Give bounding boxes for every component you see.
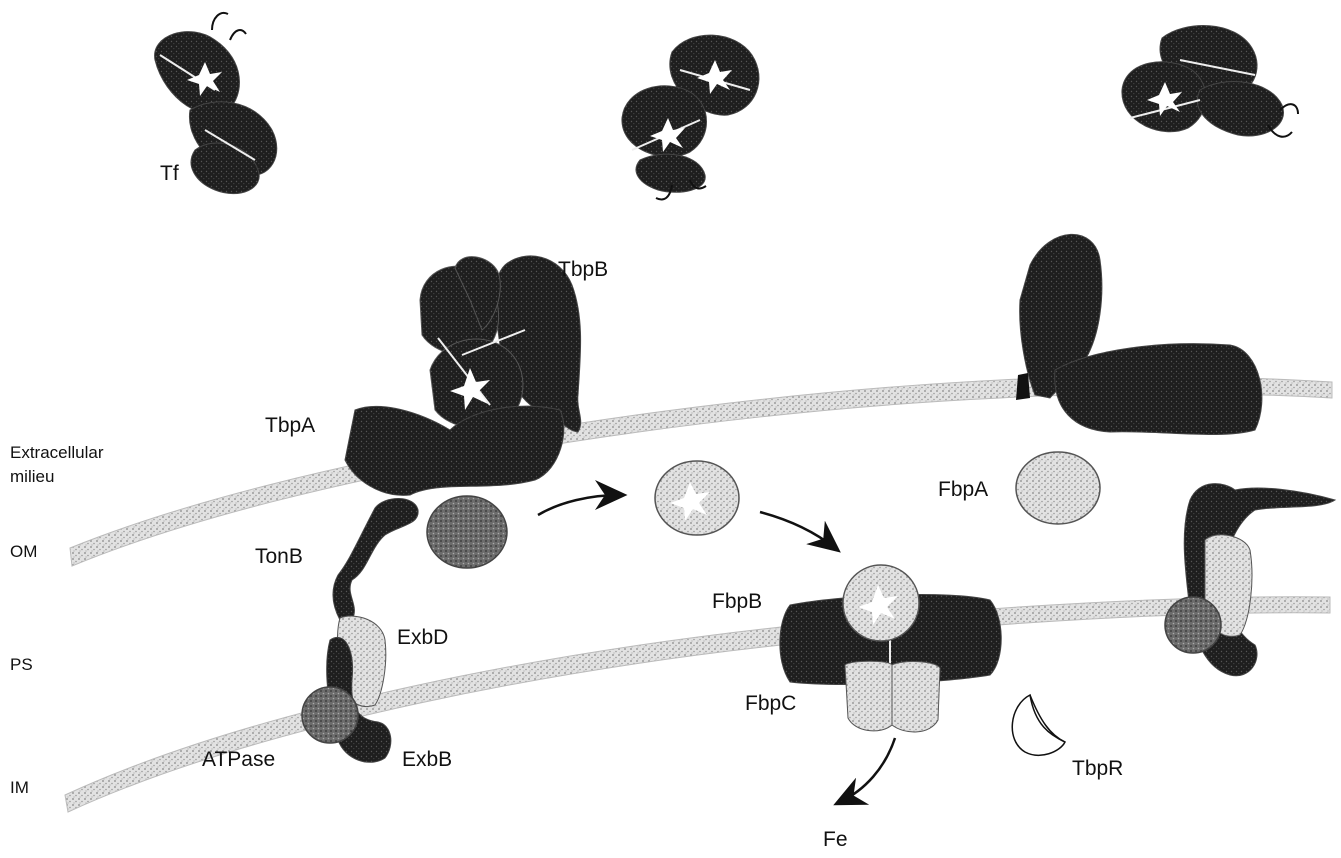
label-fe: Fe — [823, 828, 848, 851]
label-tbpa: TbpA — [265, 414, 315, 437]
label-tbpb: TbpB — [558, 258, 608, 281]
label-ps: PS — [10, 655, 33, 674]
label-tbpr: TbpR — [1072, 757, 1123, 780]
transferrin-molecule-3 — [1122, 26, 1298, 137]
tbpa-protein-right — [1055, 344, 1262, 435]
arrow-fbpa-release — [538, 495, 620, 515]
arrow-fbpa-to-fbpb — [760, 512, 835, 548]
label-tf: Tf — [160, 162, 179, 185]
tbpr-protein — [1012, 695, 1065, 755]
label-tonb: TonB — [255, 545, 303, 568]
label-fbpb: FbpB — [712, 590, 762, 613]
label-exbb: ExbB — [402, 748, 452, 771]
tonb-complex-right — [1165, 484, 1335, 676]
label-atpase: ATPase — [202, 748, 275, 771]
label-exbd: ExbD — [397, 626, 448, 649]
label-fbpc: FbpC — [745, 692, 796, 715]
tonb-protein — [333, 498, 418, 620]
fbpa-protein-released — [427, 496, 507, 568]
fbpa-protein-loaded — [655, 461, 739, 535]
fbpa-docked — [843, 565, 919, 641]
label-extracellular: Extracellular — [10, 443, 104, 462]
label-om: OM — [10, 542, 37, 561]
arrow-fe-release — [840, 738, 895, 802]
fbpc-protein — [845, 661, 940, 732]
label-milieu: milieu — [10, 467, 54, 486]
atpase-protein — [302, 687, 358, 743]
fbpa-protein-free — [1016, 452, 1100, 524]
inner-membrane — [65, 597, 1330, 812]
label-fbpa: FbpA — [938, 478, 988, 501]
label-im: IM — [10, 778, 29, 797]
transferrin-molecule-2 — [622, 35, 759, 199]
